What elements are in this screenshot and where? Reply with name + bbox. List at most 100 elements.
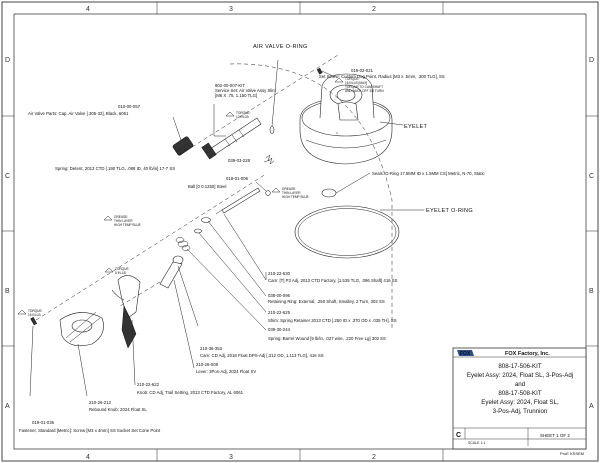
air-valve-o-ring-part — [269, 126, 275, 134]
lever-description: Lever: 3Pos-Adj, 2024 Float SV — [196, 369, 256, 374]
torque-note-1-label: TORQUE: — [345, 77, 360, 81]
company-name: FOX Factory, Inc. — [505, 351, 550, 357]
zone-label-4-top: 4 — [86, 6, 90, 13]
eyelet-o-ring-part — [294, 205, 400, 259]
barrel-spring-part — [175, 237, 191, 251]
ball-description: Ball [0 0.1250] Steel — [188, 184, 227, 189]
torque-note-2-value: 12 IN-LB — [236, 115, 249, 119]
grease-note-1-label: GREASE: — [282, 187, 296, 191]
sheet-size: C — [456, 432, 461, 439]
rebound-knob-description: Rebound Knob: 2024 Float SL — [89, 407, 147, 412]
torque-note-3-label: TORQUE: — [115, 267, 130, 271]
torque-note-3-value: 5 IN-LB — [115, 271, 126, 275]
title-line-2: Eyelet Assy: 2024, Float SL, 3-Pos-Adj — [467, 372, 573, 379]
torque-note-air-valve: TORQUE: 12 IN-LB — [225, 111, 251, 119]
kit-description-1: Service Set: Air Valve Assy Slim — [215, 88, 276, 93]
software-tag: ProE KSSEM — [560, 451, 584, 456]
rebound-knob-part — [59, 311, 104, 347]
torque-note-4-label: TORQUE: — [28, 309, 43, 313]
barrel-spring-part-number: 039-30-244 — [268, 327, 291, 332]
retaining-ring-description: Retaining Ring: External, .250 Shaft, Sm… — [268, 299, 385, 304]
torque-note-knob: TORQUE: 5 IN-LB — [104, 267, 130, 275]
air-valve-core-part — [201, 117, 262, 160]
zone-label-c-left: C — [5, 173, 10, 180]
zone-label-2-bottom: 2 — [372, 454, 376, 461]
kit-description-2: [M6 X .75, 1.150 TLG] — [215, 93, 257, 98]
title-line-6: 3-Pos-Adj, Trunnion — [493, 408, 548, 415]
cd-cam-part — [159, 255, 184, 289]
zone-label-b-left: B — [5, 288, 10, 295]
fastener-screw-part — [30, 317, 38, 326]
zone-label-a-right: A — [589, 403, 594, 410]
grease-note-cam: GREASE: THIN LAYER HIGH TEMP BLUE — [103, 215, 141, 227]
fastener-description: Fastener, Standard [Metric]: Screw [M3 x… — [19, 428, 161, 433]
zone-label-c-right: C — [589, 173, 594, 180]
shim-part — [194, 228, 202, 234]
title-line-3: and — [515, 381, 526, 388]
knob-part-number: 210-22-622 — [137, 382, 160, 387]
torque-note-1-value: 15 IN-LB [MAX] — [345, 81, 367, 85]
air-valve-description: Air Valve Parts: Cap, Air Valve [.305-32… — [28, 111, 129, 116]
grease-note-2-label: GREASE: — [114, 215, 128, 219]
svg-text:FOX: FOX — [460, 351, 471, 357]
cam-shaft-part — [215, 187, 261, 215]
scale: SCALE 1:1 — [468, 441, 485, 445]
torque-note-2-label: TORQUE: — [236, 111, 251, 115]
callout-eyelet-o-ring: EYELET O-RING — [426, 208, 473, 214]
rebound-knob-part-number: 210-26-212 — [89, 400, 112, 405]
barrel-spring-description: Spring: Barrel Wound [9 lb/in, .027 wire… — [268, 336, 386, 341]
kit-number: 802-00-007-KIT — [215, 83, 245, 88]
seal-o-ring-part — [321, 188, 337, 198]
shim-description: Shim: Spring Retainer 2013 CTD [.250 ID … — [268, 318, 397, 323]
title-line-4: 808-17-508-KIT — [498, 390, 542, 397]
sheet-number: SHEET 1 OF 2 — [540, 433, 570, 438]
zone-label-3-top: 3 — [229, 6, 233, 13]
zone-label-b-right: B — [589, 288, 594, 295]
grease-note-2-type: HIGH TEMP BLUE — [114, 223, 141, 227]
seals-description: Seals: O-Ring 17.5MM ID x 1.5MM CS] Metr… — [372, 171, 486, 176]
grease-note-ball: GREASE: THIN LAYER HIGH TEMP BLUE — [271, 187, 309, 199]
air-valve-cap-part — [172, 136, 194, 156]
callout-eyelet: EYELET — [404, 124, 428, 130]
torque-note-1-a: TORQUE TO CAM SHAFT — [345, 85, 383, 89]
cam-part-number: 210-22-630 — [268, 271, 291, 276]
ball-part-number: 018-01-006 — [226, 176, 249, 181]
spring-detent-description: Spring: Detent, 2013 CTD [.190 TLG, .088… — [55, 166, 175, 171]
air-valve-part-number: 010-00-057 — [118, 104, 141, 109]
set-screw-part-number: 019-02-021 — [351, 68, 374, 73]
zone-label-d-right: D — [589, 57, 594, 64]
torque-note-set-screw: TORQUE: 15 IN-LB [MAX] TORQUE TO CAM SHA… — [334, 77, 384, 93]
zone-label-d-left: D — [5, 57, 10, 64]
spring-detent-part-number: 039-03-228 — [228, 158, 251, 163]
title-block: FOX FOX Factory, Inc. 808-17-506-KIT Eye… — [452, 347, 587, 456]
detent-spring-part — [265, 154, 275, 165]
set-screw-description: Set Screw: Custom Dog Point, Radius [M3 … — [319, 74, 445, 79]
retaining-ring-part-number: 038-00-096 — [268, 293, 291, 298]
explosion-axes — [35, 54, 393, 330]
eyelet-part — [299, 73, 393, 165]
callout-leaders — [29, 59, 424, 397]
lever-part-number: 210-26-008 — [196, 362, 219, 367]
knob-description: Knob: CD Adj, Trail Setting, 2013 CTD Fa… — [137, 390, 244, 395]
cd-cam-description: Cam: CD Adj, 2018 Float DPS-Adj [.312 OD… — [200, 353, 324, 358]
retaining-ring-part — [201, 217, 211, 223]
torque-note-4-value: 15 IN-LB — [28, 313, 41, 317]
cam-description: Cam: [T] P3 Adj, 2013 CTD Factory, [1.53… — [268, 278, 398, 283]
lever-part — [111, 275, 141, 349]
fastener-part-number: 019-01-036 — [32, 420, 55, 425]
zone-label-2-top: 2 — [372, 6, 376, 13]
torque-note-1-b: AND BACK OFF 3/8 TURN — [345, 89, 384, 93]
set-screw-part — [316, 67, 323, 75]
torque-note-fastener: TORQUE: 15 IN-LB — [17, 309, 43, 317]
title-line-1: 808-17-506-KIT — [498, 363, 542, 370]
zone-label-a-left: A — [5, 403, 10, 410]
zone-label-3-bottom: 3 — [229, 454, 233, 461]
grease-note-1-value: THIN LAYER — [282, 191, 301, 195]
grease-note-2-value: THIN LAYER — [114, 219, 133, 223]
title-line-5: Eyelet Assy: 2024, Float SL, — [481, 399, 559, 406]
ball-part — [265, 190, 271, 196]
grease-note-1-type: HIGH TEMP BLUE — [282, 195, 309, 199]
zone-label-4-bottom: 4 — [86, 454, 90, 461]
